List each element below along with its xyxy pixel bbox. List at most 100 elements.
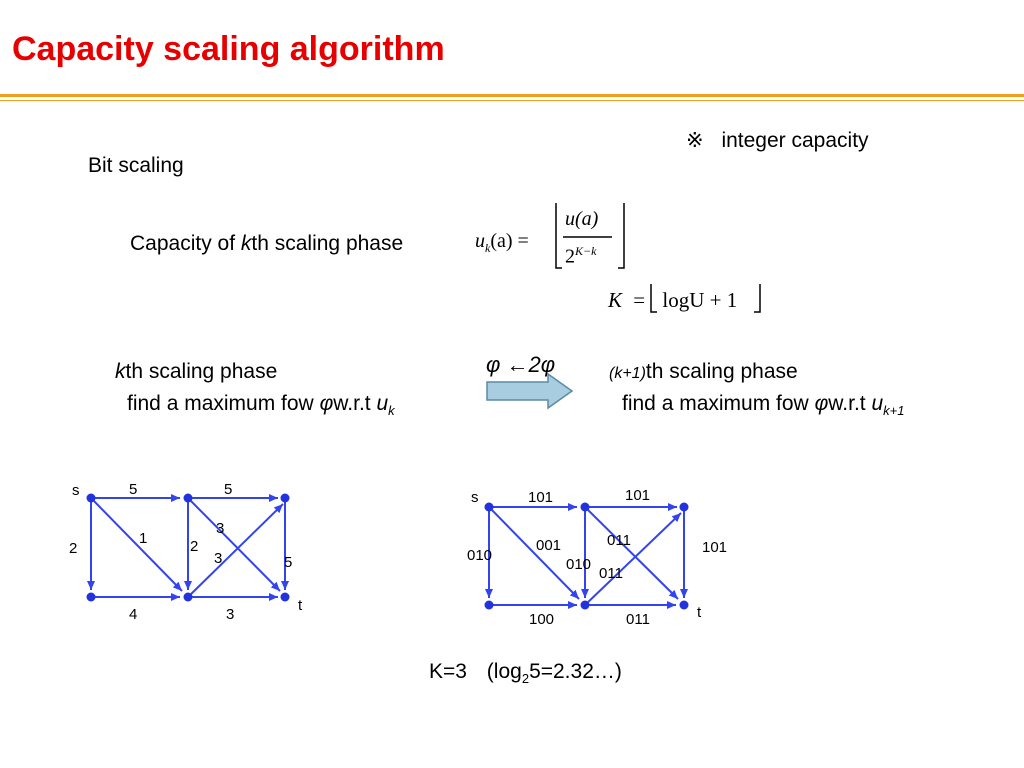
right-node-c	[484, 600, 494, 610]
right-node-s	[484, 502, 494, 512]
formula1-floor-brackets	[555, 203, 625, 269]
right-edge-a-t	[584, 506, 679, 600]
left-node-t	[280, 592, 290, 602]
phase-left-sub: k	[388, 403, 395, 419]
formula1-arg: (a) =	[490, 230, 529, 252]
left-label-source: s	[72, 482, 80, 499]
block-arrow-icon	[486, 372, 574, 410]
right-graph-edges	[485, 503, 688, 609]
right-cap-c-d: 100	[529, 611, 554, 628]
left-edge-a-t	[187, 497, 281, 592]
capacity-suffix: th scaling phase	[251, 232, 404, 255]
integer-capacity-note: ※ integer capacity	[686, 128, 869, 153]
right-cap-d-t: 011	[626, 611, 650, 628]
formula1-left-floor	[555, 203, 562, 269]
right-node-t	[679, 600, 689, 610]
footer-note: K=3 (log25=2.32…)	[429, 660, 622, 686]
right-cap-a-t: 011	[607, 532, 631, 549]
phase-right-task: find a maximum fow φw.r.t uk+1	[622, 392, 904, 418]
right-node-a	[580, 502, 590, 512]
right-cap-b-t: 101	[702, 539, 727, 556]
phase-left-k: k	[115, 360, 126, 383]
footer-sub: 2	[521, 671, 530, 687]
left-graph-labels: s t 5 5 2 1 2 3 3 5 4 3	[69, 481, 303, 623]
right-cap-s-a: 101	[528, 489, 553, 506]
formula1-numerator: u(a)	[565, 208, 599, 230]
formula2: K = logU + 1	[608, 288, 737, 313]
left-cap-a-d: 2	[190, 538, 198, 555]
title-rule-thin	[0, 100, 1024, 101]
reference-mark-icon: ※	[686, 129, 704, 152]
left-cap-d-b: 3	[214, 550, 222, 567]
left-cap-a-t: 3	[216, 520, 224, 537]
formula2-floor-brackets	[650, 284, 761, 313]
bit-scaling-heading: Bit scaling	[88, 154, 184, 177]
formula2-lhs: K	[608, 288, 623, 312]
capacity-prefix: Capacity of	[130, 232, 241, 255]
formula1-denom-exp: K−k	[575, 244, 597, 258]
formula2-eq: =	[633, 288, 646, 312]
formula2-body: logU + 1	[662, 288, 738, 312]
right-label-source: s	[471, 489, 479, 506]
right-cap-d-b: 011	[599, 565, 623, 582]
phase-left-u: u	[376, 392, 389, 415]
note-text: integer capacity	[721, 129, 869, 152]
right-edge-d-b	[584, 512, 682, 606]
left-cap-a-b: 5	[224, 481, 232, 498]
right-cap-a-d: 010	[566, 556, 591, 573]
phase-left-task: find a maximum fow φw.r.t uk	[127, 392, 395, 418]
phase-left-label: th scaling phase	[125, 360, 278, 383]
footer-k: K=3	[429, 660, 467, 683]
right-label-sink: t	[697, 604, 702, 621]
footer-open: (log	[486, 660, 522, 683]
footer-rest: 5=2.32…)	[529, 660, 622, 683]
left-node-b	[280, 493, 290, 503]
right-node-d	[580, 600, 590, 610]
phase-left-mid: w.r.t	[333, 392, 377, 415]
formula1-denominator: 2K−k	[565, 244, 596, 269]
left-edge-d-b	[187, 503, 284, 598]
formula1-right-floor	[618, 203, 625, 269]
left-node-a	[183, 493, 193, 503]
right-graph-labels: s t 101 101 010 001 010 011 011 101 100 …	[467, 487, 727, 628]
phase-left-title: kth scaling phase	[115, 360, 277, 384]
left-cap-s-d: 1	[139, 530, 147, 547]
right-node-b	[679, 502, 689, 512]
formula1-lhs: uk(a) =	[475, 230, 529, 256]
phase-right-title: (k+1)th scaling phase	[609, 360, 798, 384]
left-cap-c-d: 4	[129, 606, 137, 623]
phase-left-phi: φ	[319, 392, 334, 415]
left-cap-s-a: 5	[129, 481, 137, 498]
left-node-s	[86, 493, 96, 503]
phase-right-u: u	[871, 392, 884, 415]
right-cap-a-b: 101	[625, 487, 650, 504]
left-graph-nodes	[86, 493, 290, 602]
page-title: Capacity scaling algorithm	[12, 30, 445, 68]
right-cap-s-d: 001	[536, 537, 561, 554]
phase-right-phi: φ	[814, 392, 829, 415]
left-cap-d-t: 3	[226, 606, 234, 623]
left-cap-s-c: 2	[69, 540, 77, 557]
update-rule: φ ←2φ	[486, 352, 556, 377]
title-rule-thick	[0, 94, 1024, 97]
left-edge-s-d	[90, 497, 183, 592]
phase-right-label: th scaling phase	[645, 360, 798, 383]
right-graph-nodes	[484, 502, 689, 610]
left-graph-edges	[87, 494, 289, 601]
capacity-line: Capacity of kth scaling phase	[130, 232, 403, 256]
formula1-u: u	[475, 230, 485, 252]
phase-right-sub: k+1	[883, 403, 905, 419]
right-edge-s-d	[488, 506, 580, 600]
left-cap-b-t: 5	[284, 554, 292, 571]
capacity-k: k	[240, 232, 252, 255]
formula2-left-floor	[650, 284, 657, 313]
phase-left-prefix: find a maximum fow	[127, 392, 320, 415]
formula1-sub: k	[485, 241, 491, 255]
left-node-c	[86, 592, 96, 602]
formula1-denom-base: 2	[565, 245, 575, 268]
formula2-right-floor	[754, 284, 761, 313]
phase-right-kplus: (k+1)	[609, 365, 646, 382]
left-label-sink: t	[298, 597, 303, 614]
phase-right-prefix: find a maximum fow	[622, 392, 815, 415]
